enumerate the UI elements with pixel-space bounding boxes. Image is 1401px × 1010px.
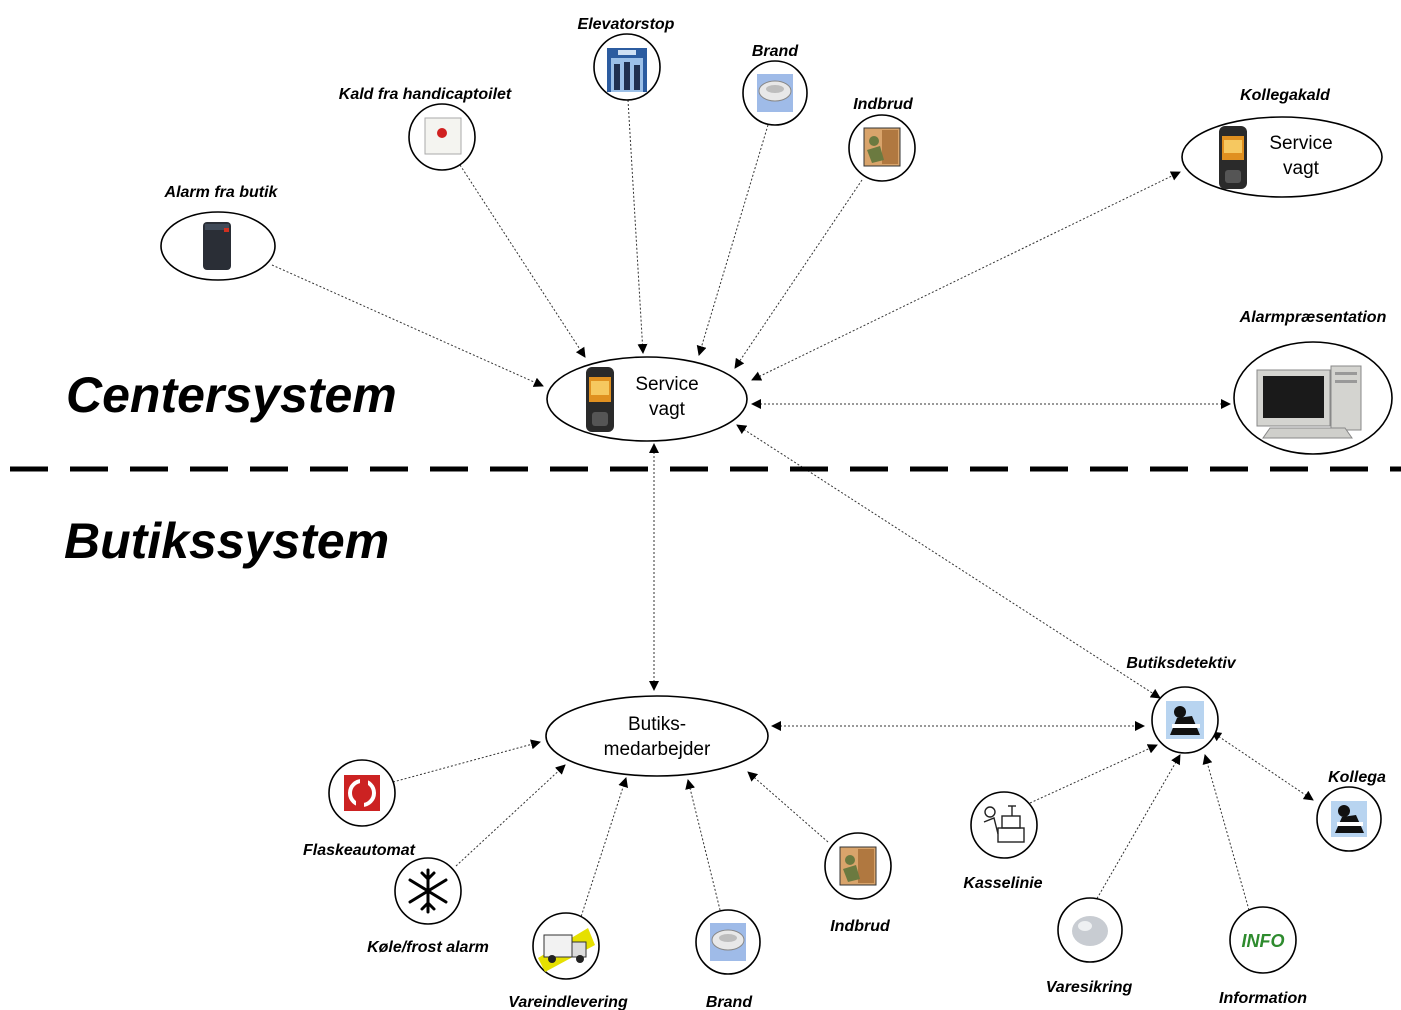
hub-text-line-1: Service (635, 374, 698, 395)
node-indbrud-top (848, 114, 916, 182)
label-information: Information (1219, 990, 1307, 1007)
node-alarm-fra-butik (160, 211, 276, 281)
edge-information (1202, 754, 1250, 911)
label-elevatorstop: Elevatorstop (578, 16, 675, 33)
hub-text-line-2: vagt (1283, 158, 1320, 179)
label-butiksdetektiv: Butiksdetektiv (1126, 655, 1236, 672)
edge-handicap (459, 164, 586, 358)
detective-icon (1331, 801, 1367, 837)
label-handicaptoilet: Kald fra handicaptoilet (339, 86, 512, 103)
label-alarm-fra-butik: Alarm fra butik (164, 184, 279, 201)
security-tag-icon (1072, 916, 1108, 946)
edge-brand-top (696, 124, 769, 356)
hub-text-line-1: Service (1269, 133, 1332, 154)
edge-kole (455, 764, 566, 867)
node-alarmpraesentation (1233, 341, 1393, 455)
label-vareindlevering: Vareindlevering (508, 994, 628, 1010)
node-kole-frost (394, 857, 462, 925)
label-kollegakald: Kollegakald (1240, 87, 1331, 104)
node-elevatorstop (593, 33, 661, 101)
node-indbrud-bottom (824, 832, 892, 900)
label-flaskeautomat: Flaskeautomat (303, 842, 416, 859)
hub-text-line-2: medarbejder (604, 739, 711, 760)
label-indbrud-bottom: Indbrud (830, 918, 891, 935)
smoke-detector-icon (757, 74, 793, 112)
label-kasselinie: Kasselinie (963, 875, 1042, 892)
section-title-center: Centersystem (66, 367, 397, 423)
edge-brand-bottom (685, 779, 723, 919)
elevator-icon (607, 48, 647, 92)
cashier-icon (983, 805, 1025, 843)
burglar-icon (839, 846, 877, 886)
node-butiksdetektiv (1151, 686, 1219, 754)
detective-icon (1166, 701, 1204, 739)
label-alarmpraesentation: Alarmpræsentation (1239, 309, 1387, 326)
node-varesikring (1057, 897, 1123, 963)
node-handicaptoilet (408, 103, 476, 171)
label-varesikring: Varesikring (1046, 979, 1133, 996)
label-kollega: Kollega (1328, 769, 1386, 786)
label-kole-frost: Køle/frost alarm (367, 939, 489, 956)
node-information: INFO (1229, 906, 1297, 974)
computer-icon (1256, 365, 1362, 439)
mobile-terminal-icon (1219, 126, 1247, 189)
edge-center-detektiv (736, 424, 1161, 699)
node-kollegakald: Service vagt (1181, 116, 1383, 198)
edge-flaskeautomat (392, 739, 541, 783)
edges (271, 99, 1314, 921)
node-service-center: Service vagt (546, 356, 748, 442)
info-icon: INFO (1242, 931, 1285, 951)
edge-vareindlevering (579, 777, 628, 921)
smoke-detector-icon (710, 923, 746, 961)
hub-text-line-1: Butiks- (628, 714, 686, 735)
node-brand-top (742, 60, 808, 126)
snowflake-icon (408, 868, 448, 914)
section-title-shop: Butikssystem (64, 513, 389, 569)
label-indbrud-top: Indbrud (853, 96, 914, 113)
node-kollega (1316, 786, 1382, 852)
edge-detektiv-kollega (1211, 731, 1314, 801)
call-button-icon (424, 117, 462, 155)
bottle-machine-icon (344, 775, 380, 811)
edge-indbrud-bottom (747, 771, 829, 843)
hub-text-line-2: vagt (649, 399, 686, 420)
node-kasselinie (970, 791, 1038, 859)
delivery-truck-icon (538, 928, 595, 972)
node-vareindlevering (532, 912, 600, 980)
node-brand-bottom (695, 909, 761, 975)
edge-indbrud-top (734, 179, 863, 369)
node-shop-staff: Butiks- medarbejder (545, 695, 769, 777)
edge-varesikring (1094, 754, 1181, 903)
edge-kasselinie (1029, 744, 1158, 804)
label-brand-top: Brand (752, 43, 799, 60)
node-flaskeautomat (328, 759, 396, 827)
mobile-terminal-icon (586, 367, 614, 432)
edge-kollegakald (751, 171, 1181, 381)
edge-elevator (627, 99, 648, 354)
label-brand-bottom: Brand (706, 994, 753, 1010)
edge-alarm-butik (271, 264, 544, 387)
handheld-transmitter-icon (203, 222, 231, 270)
burglar-icon (863, 127, 901, 167)
